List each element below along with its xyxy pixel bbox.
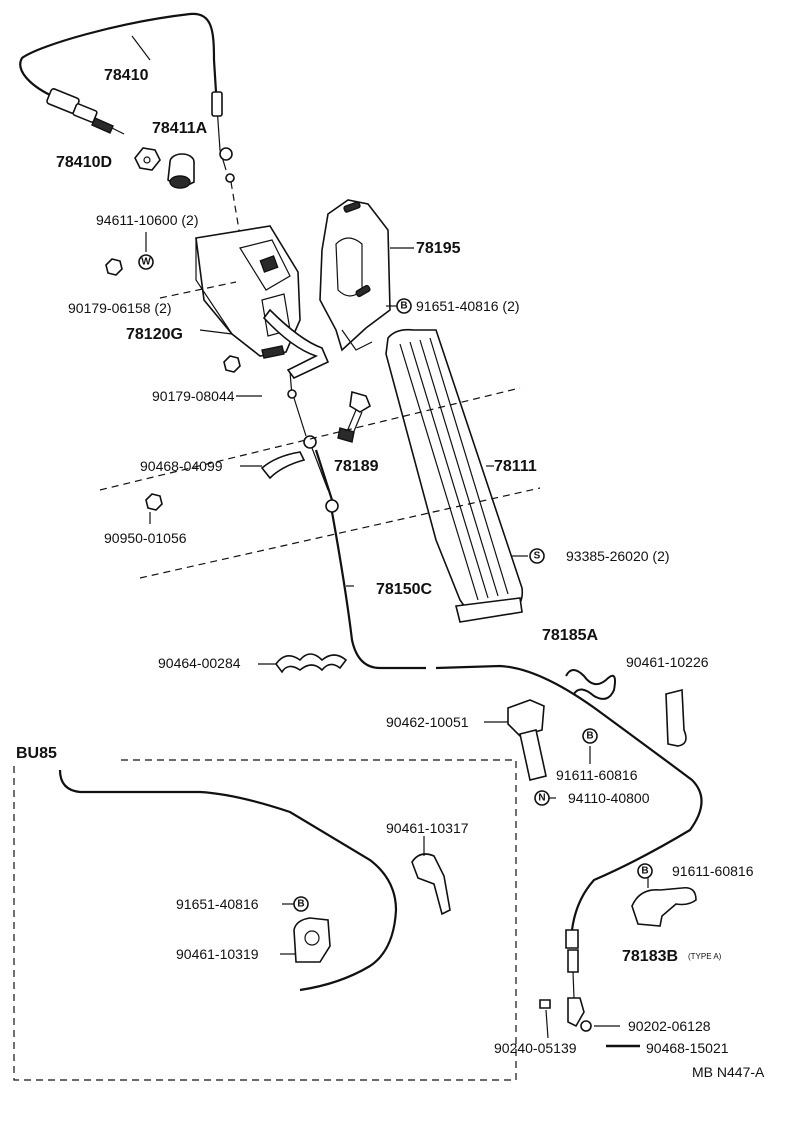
label-78411a: 78411A bbox=[152, 120, 208, 137]
label-90179-08044: 90179-08044 bbox=[152, 388, 235, 404]
label-78195: 78195 bbox=[416, 240, 461, 257]
cushion-78411a bbox=[167, 153, 195, 189]
label-90202-06128: 90202-06128 bbox=[628, 1018, 711, 1034]
callout-b-marker: B bbox=[637, 863, 653, 879]
callout-b-marker: B bbox=[396, 298, 412, 314]
callout-b-marker: B bbox=[582, 728, 598, 744]
label-78111: 78111 bbox=[494, 458, 537, 475]
label-78410: 78410 bbox=[104, 67, 149, 84]
label-94611-10600: 94611-10600 (2) bbox=[96, 212, 198, 228]
svg-text:B: B bbox=[297, 899, 304, 910]
clip-78185a bbox=[565, 669, 616, 700]
label-78183b-type: (TYPE A) bbox=[688, 952, 722, 961]
svg-text:S: S bbox=[534, 551, 541, 562]
label-90462-10051: 90462-10051 bbox=[386, 714, 469, 730]
clamp-90464-00284 bbox=[275, 653, 348, 674]
guide-lines bbox=[99, 281, 541, 579]
clip-90468-04099 bbox=[260, 451, 306, 480]
svg-text:B: B bbox=[400, 301, 407, 312]
svg-text:W: W bbox=[141, 257, 151, 268]
nut-90202-06128 bbox=[580, 1020, 592, 1032]
callout-n-marker: N bbox=[534, 790, 550, 806]
label-90950-01056: 90950-01056 bbox=[104, 530, 187, 546]
cable-78410 bbox=[19, 12, 235, 183]
bracket-78195 bbox=[319, 199, 391, 352]
label-78183b: 78183B bbox=[622, 948, 678, 965]
svg-text:B: B bbox=[641, 866, 648, 877]
label-93385-26020: 93385-26020 (2) bbox=[566, 548, 670, 564]
label-90179-06158: 90179-06158 (2) bbox=[68, 300, 172, 316]
label-78120g: 78120G bbox=[126, 326, 183, 343]
grommet-90950-01056 bbox=[145, 493, 163, 511]
nut-90179-06158 bbox=[105, 258, 123, 276]
label-78410d: 78410D bbox=[56, 154, 112, 171]
clamp-90462-10051 bbox=[507, 699, 547, 781]
inset-label-bu85: BU85 bbox=[16, 745, 57, 762]
inset-bu85 bbox=[13, 759, 517, 1081]
cable-78150c bbox=[287, 389, 703, 1028]
callout-b-marker: B bbox=[293, 896, 309, 912]
bolt-90240-05139 bbox=[539, 999, 551, 1009]
diagram-code: MB N447-A bbox=[692, 1064, 765, 1080]
label-91651-40816-top: 91651-40816 (2) bbox=[416, 298, 520, 314]
bolt-78189 bbox=[337, 390, 371, 443]
callout-s-marker: S bbox=[529, 548, 545, 564]
label-91611-60816-mid: 91611-60816 bbox=[556, 767, 638, 783]
label-78150c: 78150C bbox=[376, 581, 432, 598]
svg-text:B: B bbox=[586, 731, 593, 742]
label-90461-10317: 90461-10317 bbox=[386, 820, 469, 836]
bracket-90461-10226 bbox=[665, 688, 687, 747]
bracket-78183b bbox=[631, 886, 697, 927]
pedal-78111 bbox=[385, 328, 524, 623]
label-78189: 78189 bbox=[334, 458, 379, 475]
svg-text:N: N bbox=[538, 793, 545, 804]
label-90464-00284: 90464-00284 bbox=[158, 655, 241, 671]
pedal-lever-rod bbox=[262, 308, 330, 380]
label-91611-60816-right: 91611-60816 bbox=[672, 863, 754, 879]
label-90461-10226: 90461-10226 bbox=[626, 654, 709, 670]
label-90240-05139: 90240-05139 bbox=[494, 1040, 577, 1056]
label-91651-40816-inset: 91651-40816 bbox=[176, 896, 259, 912]
label-90468-04099: 90468-04099 bbox=[140, 458, 223, 474]
label-90468-15021: 90468-15021 bbox=[646, 1040, 729, 1056]
label-90461-10319: 90461-10319 bbox=[176, 946, 259, 962]
nut-78410d bbox=[134, 147, 161, 171]
callout-w-marker: W bbox=[138, 254, 154, 270]
label-78185a: 78185A bbox=[542, 627, 598, 644]
label-94110-40800: 94110-40800 bbox=[568, 790, 650, 806]
nut-90179-08044 bbox=[223, 355, 241, 373]
leader-lines bbox=[131, 35, 649, 1039]
